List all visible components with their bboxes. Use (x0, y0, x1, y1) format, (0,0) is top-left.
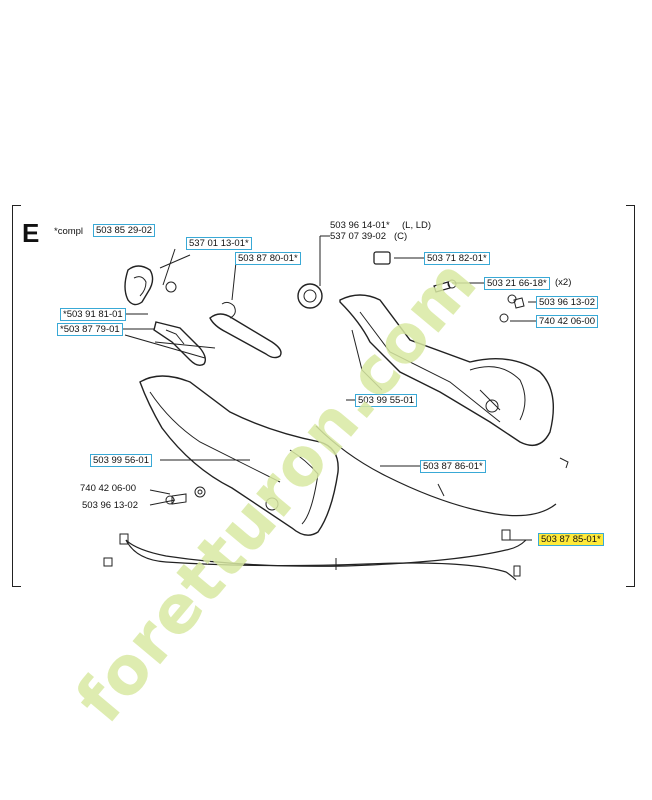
part-number-p3b[interactable]: 537 07 39-02 (330, 231, 386, 242)
part-number-p3a[interactable]: 503 96 14-01* (330, 220, 390, 231)
part-number-p1[interactable]: 537 01 13-01* (186, 237, 252, 250)
frame-top-right-corner (626, 205, 635, 587)
part-number-p6[interactable]: 503 96 13-02 (536, 296, 598, 309)
frame-top-left-corner (12, 205, 21, 587)
part-number-p12[interactable]: 503 87 86-01* (420, 460, 486, 473)
part-number-p4[interactable]: 503 71 82-01* (424, 252, 490, 265)
part-note-p5: (x2) (555, 277, 572, 288)
part-note-p3a: (L, LD) (402, 220, 432, 231)
part-number-p15-highlighted[interactable]: 503 87 85-01* (538, 533, 604, 546)
part-number-compl[interactable]: 503 85 29-02 (93, 224, 155, 237)
section-letter: E (22, 218, 40, 248)
part-number-p7[interactable]: 740 42 06-00 (536, 315, 598, 328)
part-number-p10[interactable]: 503 99 55-01 (355, 394, 417, 407)
part-number-p2[interactable]: 503 87 80-01* (235, 252, 301, 265)
part-number-p8[interactable]: *503 91 81-01 (60, 308, 126, 321)
part-number-p5[interactable]: 503 21 66-18* (484, 277, 550, 290)
part-number-p14[interactable]: 503 96 13-02 (82, 500, 138, 511)
part-note-p3b: (C) (394, 231, 408, 242)
part-number-p11[interactable]: 503 99 56-01 (90, 454, 152, 467)
part-number-p9[interactable]: *503 87 79-01 (57, 323, 123, 336)
part-number-p13[interactable]: 740 42 06-00 (80, 483, 136, 494)
compl-label: *compl (54, 226, 84, 237)
